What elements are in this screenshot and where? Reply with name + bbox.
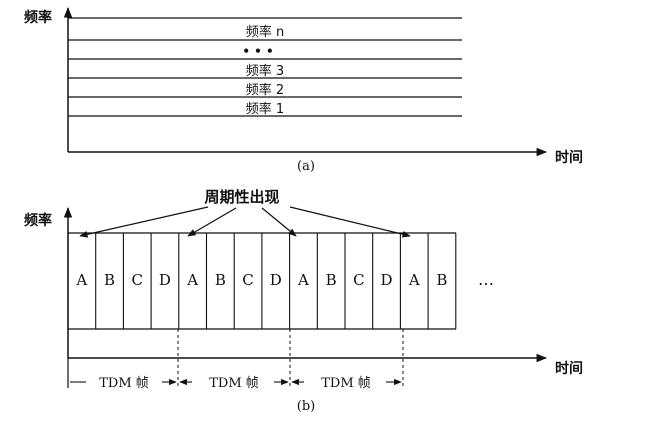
tdm-frame-3: TDM 帧 — [291, 376, 402, 391]
slot-label-b: B — [436, 271, 447, 289]
a-channel-label: • • • — [242, 44, 273, 58]
annotation-arrow — [187, 207, 237, 237]
annotation-arrow — [79, 206, 209, 238]
a-channel-label: 频率 1 — [246, 101, 284, 117]
slot-label-a: A — [408, 271, 420, 289]
b-x-axis-label: 时间 — [555, 360, 583, 377]
slot-label-a: A — [186, 271, 198, 289]
periodic-annotation: 周期性出现 — [204, 188, 279, 206]
tdm-frame-2: TDM 帧 — [179, 376, 289, 391]
annotation-arrow — [289, 206, 411, 238]
slot-label-b: B — [215, 271, 226, 289]
a-y-axis-label: 频率 — [24, 9, 52, 26]
tdm-frame-label: TDM 帧 — [321, 376, 371, 391]
slot-label-a: A — [75, 271, 87, 289]
slot-label-d: D — [381, 271, 393, 289]
slot-label-a: A — [297, 271, 309, 289]
tdm-frame-label: TDM 帧 — [99, 376, 149, 391]
slot-label-c: C — [242, 271, 253, 289]
slot-label-c: C — [132, 271, 143, 289]
a-channel-label: 频率 3 — [246, 63, 284, 79]
slot-label-b: B — [326, 271, 337, 289]
b-caption: (b) — [297, 399, 315, 414]
diagram-a: 频率 时间 频率 n • • • 频率 3 频率 2 频率 1 (a) — [24, 6, 583, 174]
a-channel-label: 频率 2 — [246, 82, 284, 98]
a-channel-label: 频率 n — [246, 24, 284, 40]
slot-label-b: B — [104, 271, 115, 289]
tdm-frame-1: TDM 帧 — [70, 376, 177, 391]
continuation-ellipsis: … — [478, 270, 494, 289]
tdm-frame-label: TDM 帧 — [209, 376, 259, 391]
b-y-axis-label: 频率 — [24, 212, 52, 229]
annotation-arrow — [261, 207, 297, 237]
slot-label-d: D — [159, 271, 171, 289]
a-caption: (a) — [297, 159, 315, 174]
slot-label-d: D — [270, 271, 282, 289]
a-x-axis-label: 时间 — [555, 149, 583, 166]
slot-label-c: C — [353, 271, 364, 289]
